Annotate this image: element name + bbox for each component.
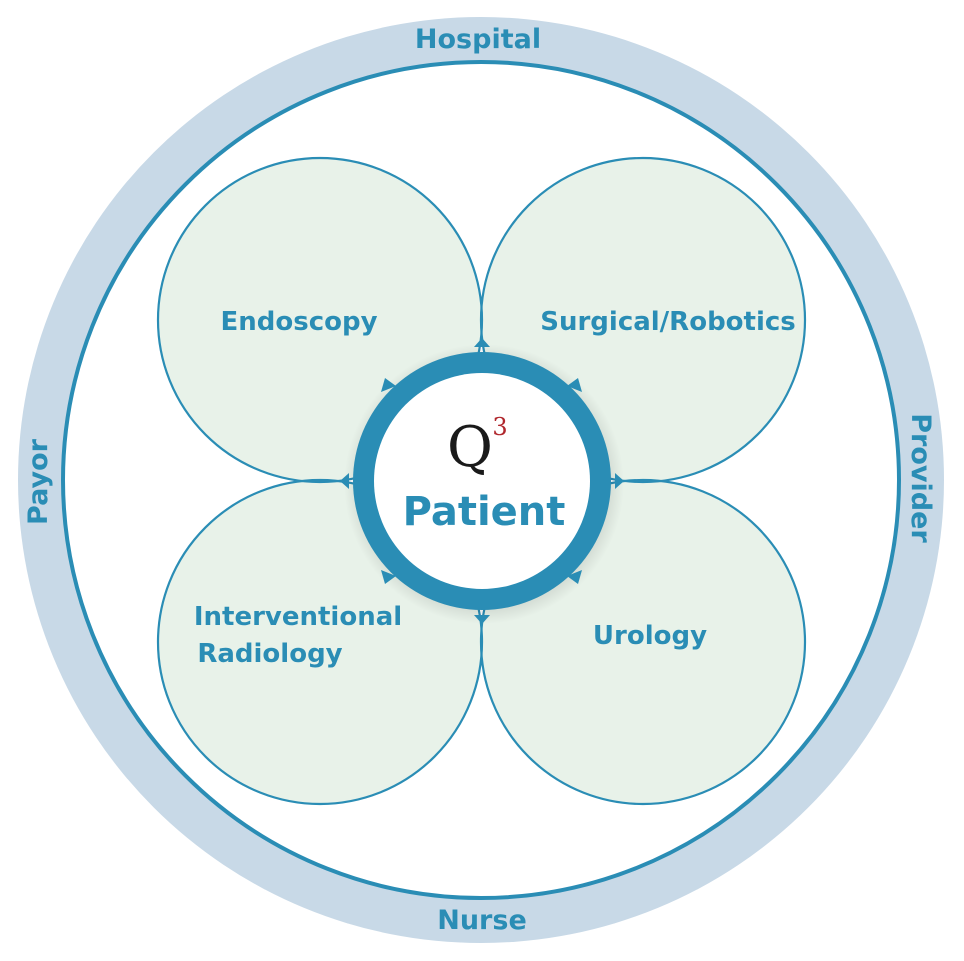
petal-outlines [156,156,807,806]
patient-label: Patient [403,489,566,535]
label-endoscopy: Endoscopy [220,307,377,337]
q3-logo-letter: Q [447,415,493,480]
patient-hub: Q 3 Patient [340,338,624,624]
label-surgical-robotics: Surgical/Robotics [540,307,796,337]
ring-label-hospital: Hospital [415,24,541,55]
hub-center [374,373,590,589]
label-radiology: Radiology [197,639,342,669]
q3-logo-superscript: 3 [492,413,507,441]
label-interventional: Interventional [194,602,402,632]
hub-arrow-tabs [340,338,624,624]
ring-label-payor: Payor [23,438,54,525]
ring-label-provider: Provider [905,413,936,543]
ring-label-nurse: Nurse [437,905,527,936]
label-urology: Urology [593,621,707,651]
